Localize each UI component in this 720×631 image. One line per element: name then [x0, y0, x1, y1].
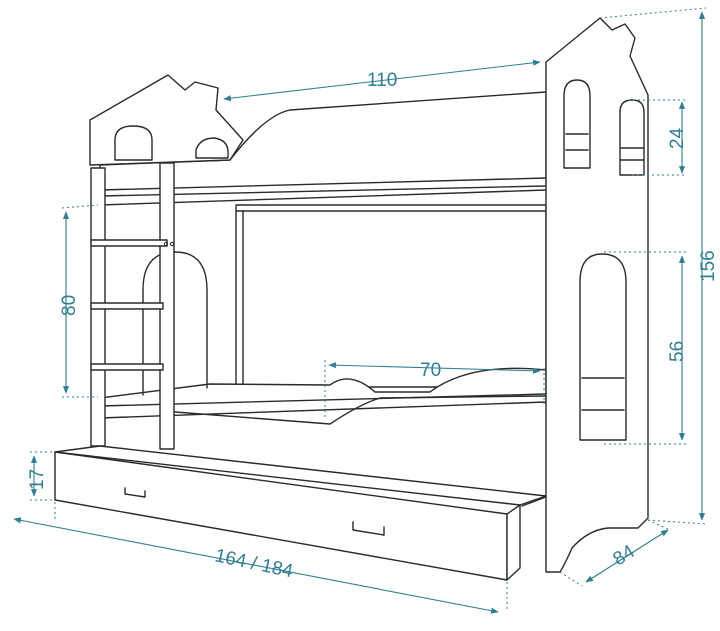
dim-label-ladder-height: 80 — [59, 295, 80, 316]
dim-label-total-length: 164 / 184 — [213, 545, 295, 582]
dimension-lines — [13, 7, 707, 614]
dim-label-window-height: 24 — [667, 127, 688, 149]
left-headboard-arch-2 — [195, 137, 229, 159]
dim-label-drawer-height: 17 — [27, 469, 48, 490]
drawer-top — [54, 445, 547, 506]
dim-label-top-length: 110 — [367, 70, 397, 91]
back-panel — [235, 204, 547, 388]
dim-label-depth: 84 — [610, 541, 639, 570]
ladder-rungs — [90, 239, 168, 371]
dim-label-lower-length: 70 — [420, 360, 441, 381]
bed-structure — [54, 17, 649, 581]
right-window-2 — [619, 99, 645, 176]
dim-label-total-height: 156 — [698, 250, 719, 282]
drawer-handle-left — [124, 487, 146, 498]
right-lower-opening — [579, 253, 627, 441]
right-window-1 — [563, 79, 591, 169]
drawer-side — [506, 504, 521, 581]
left-headboard-arch-1 — [114, 125, 153, 161]
dim-label-lower-opening: 56 — [667, 341, 688, 362]
